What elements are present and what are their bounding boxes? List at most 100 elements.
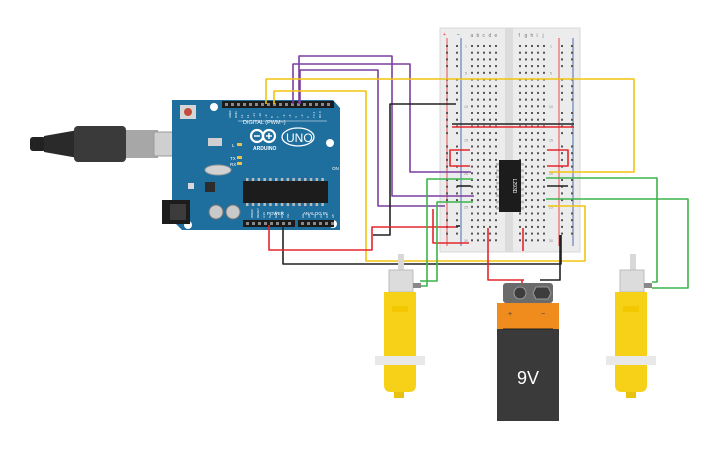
breadboard-hole[interactable] [489, 85, 491, 88]
breadboard-hole[interactable] [531, 145, 533, 148]
breadboard-hole[interactable] [537, 85, 539, 88]
breadboard-hole[interactable] [483, 58, 485, 61]
breadboard-hole[interactable] [495, 112, 497, 114]
breadboard-hole[interactable] [537, 65, 539, 68]
breadboard-hole[interactable] [543, 71, 545, 74]
arduino-uno-board[interactable]: DIGITAL (PWM~) L TX RX ON ARDUINO UNO [162, 100, 340, 230]
breadboard-hole[interactable] [531, 212, 533, 215]
breadboard-hole[interactable] [519, 232, 521, 235]
breadboard-hole[interactable] [489, 158, 491, 161]
breadboard-hole[interactable] [537, 192, 539, 195]
breadboard-hole[interactable] [531, 185, 533, 188]
breadboard-hole[interactable] [537, 145, 539, 148]
breadboard-hole[interactable] [525, 179, 527, 181]
breadboard-hole[interactable] [537, 105, 539, 108]
wire-yellow[interactable] [273, 90, 586, 262]
breadboard-hole[interactable] [519, 152, 521, 155]
breadboard-hole[interactable] [489, 212, 491, 215]
breadboard-hole[interactable] [519, 91, 521, 94]
breadboard-rail-hole[interactable] [446, 125, 448, 128]
breadboard-hole[interactable] [477, 112, 479, 114]
breadboard-hole[interactable] [495, 138, 497, 141]
breadboard-hole[interactable] [471, 158, 473, 161]
breadboard-hole[interactable] [477, 172, 479, 175]
breadboard-rail-hole[interactable] [446, 58, 448, 61]
breadboard-rail-hole[interactable] [446, 91, 448, 94]
breadboard-rail-hole[interactable] [446, 165, 448, 168]
breadboard-hole[interactable] [543, 98, 545, 101]
breadboard-hole[interactable] [495, 232, 497, 235]
breadboard-rail-hole[interactable] [561, 112, 563, 114]
breadboard-hole[interactable] [519, 239, 521, 242]
header-pin-hole[interactable] [264, 222, 267, 225]
breadboard-hole[interactable] [471, 138, 473, 141]
breadboard-hole[interactable] [537, 212, 539, 215]
breadboard-hole[interactable] [537, 58, 539, 61]
breadboard-hole[interactable] [525, 138, 527, 141]
header-pin-hole[interactable] [331, 222, 334, 225]
breadboard-hole[interactable] [483, 145, 485, 148]
breadboard-rail-hole[interactable] [561, 232, 563, 235]
wire-green[interactable] [546, 177, 658, 283]
breadboard-hole[interactable] [489, 179, 491, 181]
breadboard-hole[interactable] [531, 51, 533, 54]
breadboard-hole[interactable] [483, 219, 485, 222]
breadboard-hole[interactable] [531, 219, 533, 222]
breadboard-hole[interactable] [519, 112, 521, 114]
breadboard-hole[interactable] [531, 192, 533, 195]
breadboard-rail-hole[interactable] [456, 98, 458, 101]
breadboard-hole[interactable] [543, 138, 545, 141]
breadboard-hole[interactable] [495, 199, 497, 202]
breadboard-hole[interactable] [489, 239, 491, 242]
header-pin-hole[interactable] [321, 103, 324, 106]
breadboard-hole[interactable] [519, 105, 521, 108]
breadboard-hole[interactable] [543, 85, 545, 88]
breadboard-rail-hole[interactable] [561, 158, 563, 161]
header-pin-hole[interactable] [297, 103, 300, 106]
breadboard-rail-hole[interactable] [561, 179, 563, 181]
breadboard-hole[interactable] [531, 132, 533, 135]
breadboard-rail-hole[interactable] [446, 158, 448, 161]
breadboard-rail-hole[interactable] [446, 145, 448, 148]
breadboard-hole[interactable] [477, 71, 479, 74]
breadboard-hole[interactable] [519, 98, 521, 101]
breadboard-hole[interactable] [471, 105, 473, 108]
breadboard-hole[interactable] [477, 185, 479, 188]
breadboard-hole[interactable] [471, 219, 473, 222]
breadboard-hole[interactable] [483, 85, 485, 88]
breadboard-hole[interactable] [537, 132, 539, 135]
breadboard-hole[interactable] [519, 138, 521, 141]
breadboard-hole[interactable] [519, 71, 521, 74]
breadboard-hole[interactable] [471, 112, 473, 114]
breadboard-rail-hole[interactable] [456, 192, 458, 195]
breadboard-hole[interactable] [489, 138, 491, 141]
breadboard-hole[interactable] [477, 138, 479, 141]
breadboard-hole[interactable] [489, 165, 491, 168]
wire-green[interactable] [420, 178, 473, 287]
breadboard-hole[interactable] [483, 232, 485, 235]
breadboard-hole[interactable] [537, 179, 539, 181]
breadboard-hole[interactable] [489, 152, 491, 155]
wire-black[interactable] [373, 103, 456, 236]
wire-red[interactable] [268, 225, 456, 251]
breadboard-hole[interactable] [495, 91, 497, 94]
breadboard-hole[interactable] [489, 65, 491, 68]
breadboard-hole[interactable] [525, 199, 527, 202]
breadboard-hole[interactable] [489, 58, 491, 61]
breadboard-rail-hole[interactable] [456, 118, 458, 121]
breadboard-hole[interactable] [525, 91, 527, 94]
breadboard-rail-hole[interactable] [456, 65, 458, 68]
breadboard-hole[interactable] [543, 205, 545, 208]
header-pin-hole[interactable] [313, 222, 316, 225]
breadboard-hole[interactable] [537, 118, 539, 121]
dc-gear-motor-right[interactable] [606, 254, 656, 398]
breadboard-hole[interactable] [495, 165, 497, 168]
breadboard-hole[interactable] [519, 132, 521, 135]
breadboard-hole[interactable] [483, 239, 485, 242]
breadboard-hole[interactable] [537, 112, 539, 114]
header-pin-hole[interactable] [307, 222, 310, 225]
breadboard-hole[interactable] [537, 91, 539, 94]
breadboard-hole[interactable] [543, 199, 545, 202]
header-pin-hole[interactable] [282, 222, 285, 225]
breadboard-hole[interactable] [483, 192, 485, 195]
